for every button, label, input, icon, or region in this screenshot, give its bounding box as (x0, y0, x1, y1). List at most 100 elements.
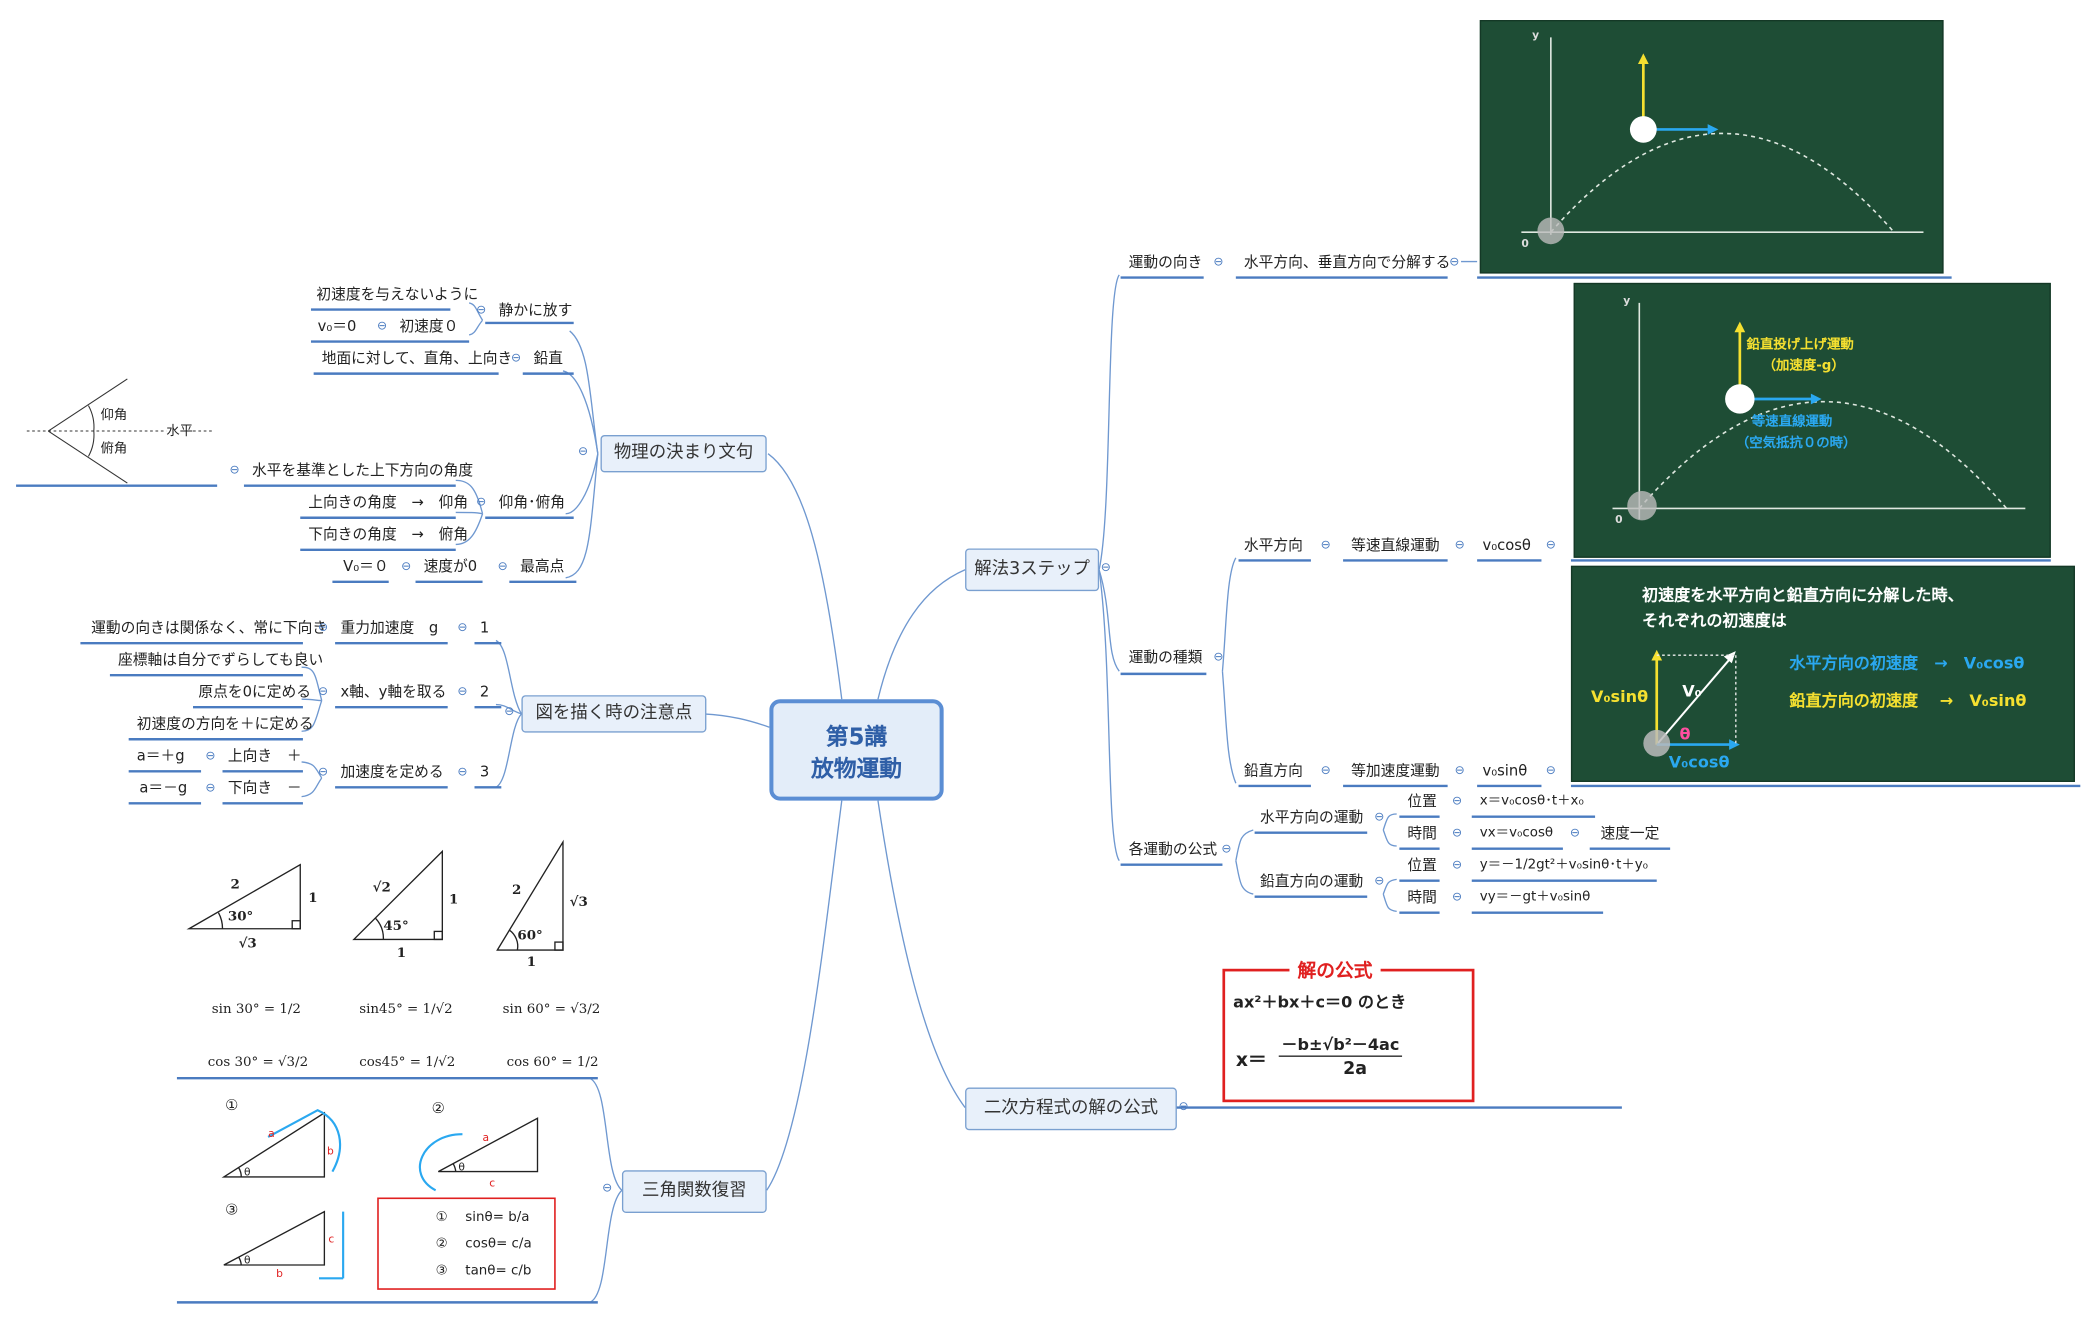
topic-trig-review[interactable]: 三角関数復習 (621, 1170, 767, 1213)
collapse-icon[interactable]: ⊖ (1454, 539, 1465, 553)
topic-solution-steps[interactable]: 解法3ステップ (965, 548, 1100, 592)
node-highest-point[interactable]: 最高点 (520, 557, 565, 576)
node-vertical[interactable]: 鉛直 (533, 349, 563, 367)
node-y-equation[interactable]: y＝－1/2gt²＋v₀sinθ･t＋y₀ (1479, 858, 1649, 873)
node-a-plus[interactable]: a＝＋g (136, 747, 185, 765)
node-up-plus[interactable]: 上向き ＋ (227, 747, 302, 765)
node-position-h[interactable]: 位置 (1407, 792, 1437, 810)
topic-drawing-notes[interactable]: 図を描く時の注意点 (521, 695, 707, 733)
central-topic[interactable]: 第5講放物運動 (769, 699, 944, 801)
collapse-icon[interactable]: ⊖ (317, 621, 329, 636)
node-origin[interactable]: 原点を0に定める (198, 683, 311, 701)
collapse-icon[interactable]: ⊖ (1451, 827, 1463, 841)
collapse-icon[interactable]: ⊖ (1545, 539, 1556, 553)
node-uniform-motion[interactable]: 等速直線運動 (1351, 536, 1440, 554)
collapse-icon[interactable]: ⊖ (1374, 811, 1385, 825)
center-line1: 第5講 (825, 724, 888, 752)
collapse-icon[interactable]: ⊖ (1454, 764, 1465, 778)
collapse-icon[interactable]: ⊖ (1449, 256, 1460, 270)
node-v0cos[interactable]: v₀cosθ (1482, 536, 1531, 554)
node-angle-description[interactable]: 水平を基準とした上下方向の角度 (251, 461, 474, 480)
collapse-icon[interactable]: ⊖ (1374, 875, 1385, 889)
collapse-icon[interactable]: ⊖ (476, 496, 487, 510)
node-x-equation[interactable]: x＝v₀cosθ･t＋x₀ (1479, 793, 1584, 809)
node-a-minus[interactable]: a＝－g (139, 779, 188, 797)
collapse-icon[interactable]: ⊖ (510, 352, 522, 366)
node-accel-motion[interactable]: 等加速度運動 (1351, 761, 1440, 780)
collapse-icon[interactable]: ⊖ (205, 781, 216, 796)
node-up-angle[interactable]: 上向きの角度 → 仰角 (308, 493, 469, 512)
node-horizontal-motion[interactable]: 水平方向の運動 (1259, 808, 1364, 826)
node-vertical-motion[interactable]: 鉛直方向の運動 (1259, 872, 1364, 891)
collapse-icon[interactable]: ⊖ (1545, 764, 1556, 778)
node-shift-axes[interactable]: 座標軸は自分でずらしても良い (117, 651, 324, 669)
collapse-icon[interactable]: ⊖ (376, 320, 388, 334)
collapse-icon[interactable]: ⊖ (1451, 795, 1463, 809)
collapse-icon[interactable]: ⊖ (1320, 764, 1331, 778)
node-formulas[interactable]: 各運動の公式 (1128, 840, 1218, 859)
collapse-icon[interactable]: ⊖ (1451, 891, 1463, 905)
node-positive-direction[interactable]: 初速度の方向を＋に定める (136, 715, 314, 733)
node-v0-zero[interactable]: v₀＝0 (317, 317, 357, 335)
velocity-decomposition-board: 初速度を水平方向と鉛直方向に分解した時、 それぞれの初速度は 水平方向の初速度 … (1570, 565, 2075, 782)
node-elevation-depression[interactable]: 仰角･俯角 (498, 493, 565, 512)
node-speed-zero[interactable]: 速度が0 (423, 557, 478, 576)
collapse-icon[interactable]: ⊖ (205, 749, 216, 764)
collapse-icon[interactable]: ⊖ (504, 705, 515, 720)
collapse-icon[interactable]: ⊖ (1320, 539, 1331, 553)
sin30-value: sin 30° = 1/2 (211, 1002, 301, 1017)
node-horizontal[interactable]: 水平方向 (1243, 536, 1303, 554)
node-vx-equation[interactable]: vx＝v₀cosθ (1479, 825, 1554, 841)
node-num-1[interactable]: 1 (479, 619, 490, 637)
node-num-2[interactable]: 2 (479, 683, 490, 701)
collapse-icon[interactable]: ⊖ (578, 445, 589, 460)
node-gravity-desc[interactable]: 運動の向きは関係なく、常に下向き (91, 619, 328, 637)
collapse-icon[interactable]: ⊖ (229, 464, 240, 478)
node-release-gently[interactable]: 静かに放す (498, 301, 573, 319)
node-time-h[interactable]: 時間 (1407, 824, 1437, 843)
node-initial-zero[interactable]: 初速度０ (399, 317, 459, 335)
collapse-icon[interactable]: ⊖ (1178, 1100, 1189, 1115)
node-types[interactable]: 運動の種類 (1128, 648, 1203, 666)
node-no-initial-speed[interactable]: 初速度を与えないように (316, 285, 479, 303)
collapse-icon[interactable]: ⊖ (401, 560, 412, 574)
node-v0sin[interactable]: v₀sinθ (1482, 761, 1528, 780)
node-num-3[interactable]: 3 (479, 763, 490, 781)
b2-vertical-label: 鉛直投げ上げ運動 (1746, 337, 1854, 353)
node-constant-speed[interactable]: 速度一定 (1600, 824, 1660, 843)
node-vertical-dir[interactable]: 鉛直方向 (1243, 761, 1303, 780)
collapse-icon[interactable]: ⊖ (497, 560, 508, 574)
node-v-zero[interactable]: V₀＝０ (343, 557, 389, 576)
collapse-icon[interactable]: ⊖ (1221, 843, 1232, 857)
collapse-icon[interactable]: ⊖ (317, 685, 329, 700)
collapse-icon[interactable]: ⊖ (317, 765, 329, 780)
collapse-icon[interactable]: ⊖ (1451, 859, 1463, 873)
node-position-v[interactable]: 位置 (1407, 856, 1437, 875)
node-time-v[interactable]: 時間 (1407, 888, 1437, 907)
collapse-icon[interactable]: ⊖ (476, 304, 487, 318)
collapse-icon[interactable]: ⊖ (1213, 651, 1224, 665)
node-direction[interactable]: 運動の向き (1128, 253, 1203, 271)
node-perpendicular[interactable]: 地面に対して、直角、上向き (321, 349, 513, 367)
node-vy-equation[interactable]: vy＝－gt＋v₀sinθ (1479, 890, 1591, 905)
b3-theta: θ (1679, 724, 1691, 744)
cos45-value: cos45° = 1/√2 (359, 1055, 456, 1071)
cos-definition: ② cosθ= c/a (435, 1236, 532, 1252)
collapse-icon[interactable]: ⊖ (602, 1182, 613, 1196)
topic-physics-terms[interactable]: 物理の決まり文句 (600, 435, 767, 473)
collapse-icon[interactable]: ⊖ (1569, 827, 1581, 841)
collapse-icon[interactable]: ⊖ (457, 685, 468, 700)
node-gravity[interactable]: 重力加速度 g (340, 619, 439, 637)
projectile-board-2: y 0 鉛直投げ上げ運動 （加速度-g） 等速直線運動 （空気抵抗０の時） (1573, 282, 2051, 558)
node-accel[interactable]: 加速度を定める (340, 763, 444, 781)
collapse-icon[interactable]: ⊖ (1100, 561, 1111, 576)
collapse-icon[interactable]: ⊖ (1213, 256, 1224, 270)
node-down-minus[interactable]: 下向き － (227, 779, 302, 797)
node-decompose[interactable]: 水平方向、垂直方向で分解する (1243, 253, 1451, 271)
collapse-icon[interactable]: ⊖ (457, 621, 468, 636)
topic-quadratic-formula[interactable]: 二次方程式の解の公式 (965, 1087, 1177, 1131)
collapse-icon[interactable]: ⊖ (457, 765, 468, 780)
node-down-angle[interactable]: 下向きの角度 → 俯角 (308, 525, 469, 544)
node-axes[interactable]: x軸、y軸を取る (340, 683, 447, 701)
